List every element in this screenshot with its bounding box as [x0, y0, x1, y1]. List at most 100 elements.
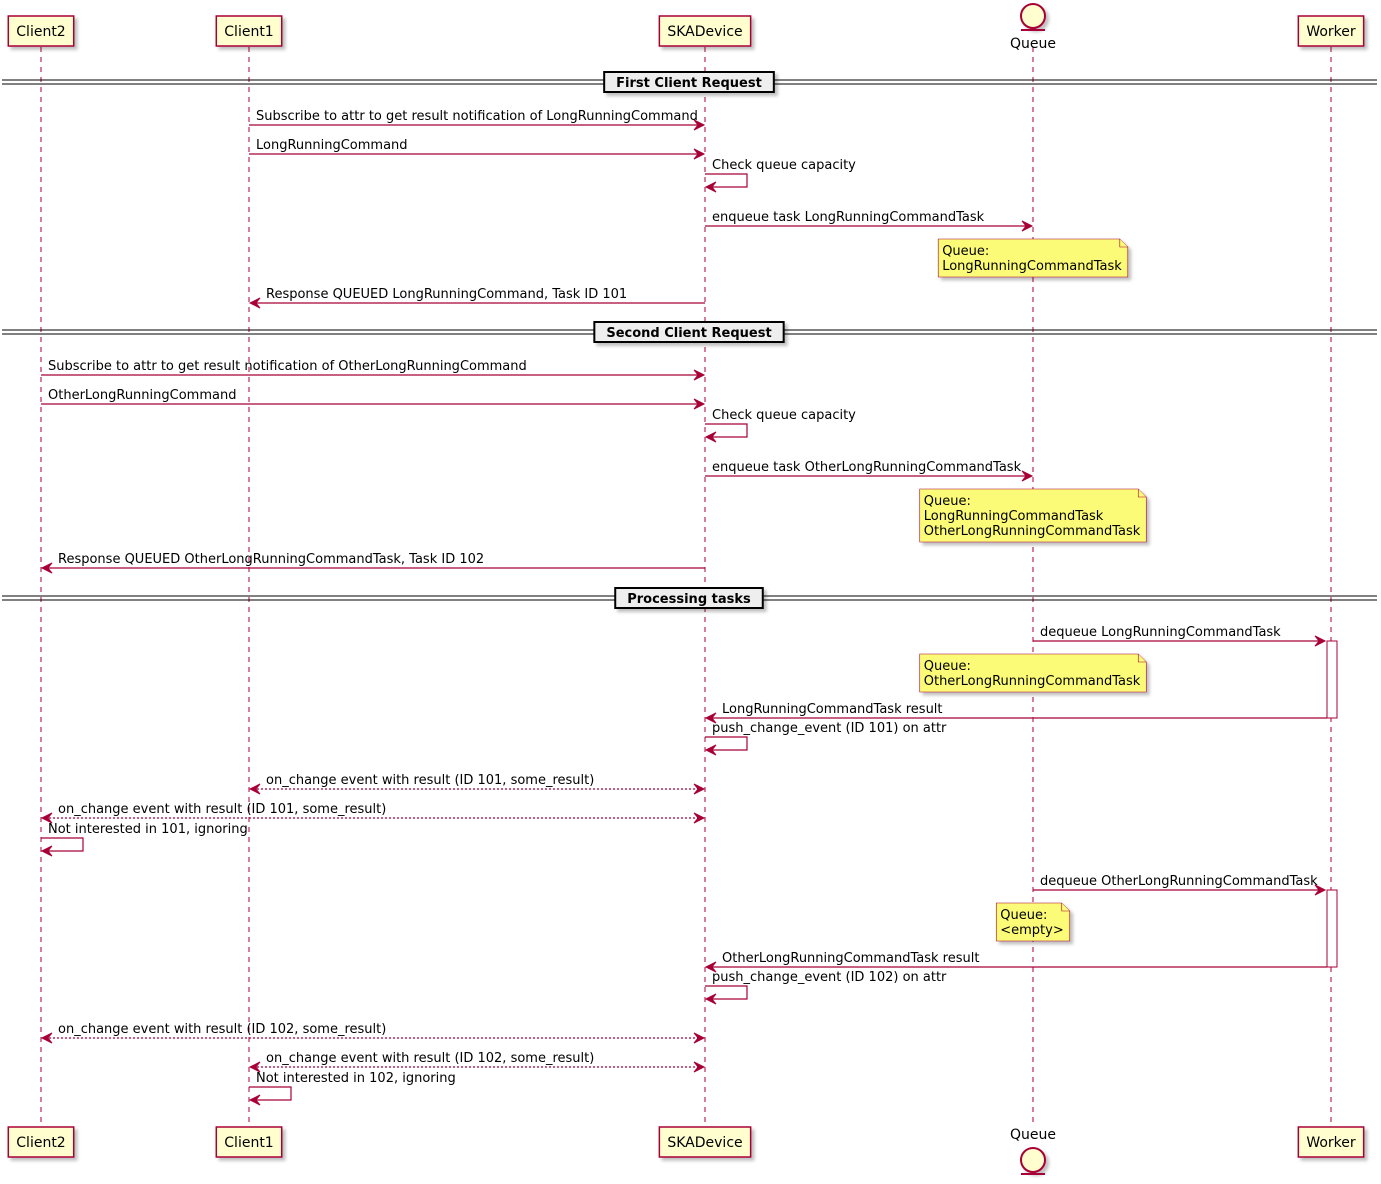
arrow-head: [248, 1061, 261, 1073]
message-label: Response QUEUED OtherLongRunningCommandT…: [58, 552, 484, 567]
message-4: enqueue task LongRunningCommandTask: [705, 210, 1034, 232]
message-label: on_change event with result (ID 101, som…: [58, 802, 386, 817]
message-label: push_change_event (ID 102) on attr: [712, 970, 947, 985]
participant-client2-top: Client2: [7, 15, 75, 47]
note-line: Queue:: [1000, 908, 1047, 923]
message-label: enqueue task LongRunningCommandTask: [712, 210, 985, 225]
participant-label: Client1: [224, 1135, 273, 1151]
participant-box: [7, 15, 75, 47]
self-message-line: [705, 423, 748, 438]
message-label: Check queue capacity: [712, 408, 856, 423]
arrow-head: [693, 369, 706, 381]
note-fold: [1137, 654, 1147, 663]
divider-box: [593, 321, 785, 343]
arrow-head: [704, 712, 717, 724]
message-22: Not interested in 102, ignoring: [248, 1071, 456, 1106]
participant-client2-bottom: Client2: [7, 1126, 75, 1158]
activation-bars: [1326, 640, 1338, 968]
arrow-head: [1314, 635, 1327, 647]
queue-note-4: Queue:<empty>: [995, 902, 1071, 942]
arrow-head: [704, 744, 717, 756]
message-label: LongRunningCommandTask result: [722, 702, 943, 717]
divider-label: Second Client Request: [606, 326, 771, 341]
note-fold: [1137, 489, 1147, 498]
participant-queue-bottom: Queue: [1010, 1127, 1056, 1175]
entity-icon: [1020, 1147, 1046, 1173]
arrow-head: [248, 1094, 261, 1106]
message-2: LongRunningCommand: [249, 138, 706, 160]
participant-skadevice-top: SKADevice: [658, 15, 752, 47]
message-7: OtherLongRunningCommand: [41, 388, 706, 410]
message-19: push_change_event (ID 102) on attr: [704, 970, 947, 1005]
message-label: on_change event with result (ID 102, som…: [58, 1022, 386, 1037]
arrow-head: [704, 993, 717, 1005]
participant-box: [1297, 1126, 1365, 1158]
message-label: Not interested in 102, ignoring: [256, 1071, 456, 1086]
participant-label: Worker: [1306, 24, 1356, 40]
message-20: on_change event with result (ID 102, som…: [40, 1022, 706, 1044]
arrow-head: [693, 783, 706, 795]
note-box: [995, 902, 1071, 942]
note-line: OtherLongRunningCommandTask: [924, 674, 1141, 689]
message-21: on_change event with result (ID 102, som…: [248, 1051, 706, 1073]
arrow-head: [704, 181, 717, 193]
queue-note-3: Queue:OtherLongRunningCommandTask: [919, 653, 1147, 693]
divider-label: Processing tasks: [627, 592, 751, 607]
divider-1: First Client Request: [2, 71, 1377, 93]
participant-box: [215, 1126, 283, 1158]
arrow-head: [40, 562, 53, 574]
message-1: Subscribe to attr to get result notifica…: [249, 109, 706, 131]
note-line: OtherLongRunningCommandTask: [924, 524, 1141, 539]
message-label: Subscribe to attr to get result notifica…: [48, 359, 527, 374]
message-label: Response QUEUED LongRunningCommand, Task…: [266, 287, 627, 302]
message-9: enqueue task OtherLongRunningCommandTask: [705, 460, 1034, 482]
self-message-line: [705, 985, 748, 1000]
participant-worker-bottom: Worker: [1297, 1126, 1365, 1158]
arrow-head: [40, 845, 53, 857]
self-message-line: [41, 837, 84, 852]
participant-box: [7, 1126, 75, 1158]
message-label: Subscribe to attr to get result notifica…: [256, 109, 698, 124]
activation-bar: [1326, 889, 1338, 968]
arrow-head: [1021, 470, 1034, 482]
note-line: <empty>: [1000, 923, 1064, 938]
message-10: Response QUEUED OtherLongRunningCommandT…: [40, 552, 705, 574]
message-label: Not interested in 101, ignoring: [48, 822, 248, 837]
divider-2: Second Client Request: [2, 321, 1377, 343]
message-11: dequeue LongRunningCommandTask: [1033, 625, 1327, 647]
arrow-head: [704, 431, 717, 443]
message-8: Check queue capacity: [704, 408, 856, 443]
participant-box: [1297, 15, 1365, 47]
participant-label: SKADevice: [667, 24, 742, 40]
arrow-head: [248, 297, 261, 309]
message-16: Not interested in 101, ignoring: [40, 822, 248, 857]
activation-bar: [1326, 640, 1338, 719]
arrow-head: [693, 1032, 706, 1044]
arrow-head: [693, 119, 706, 131]
note-fold: [1061, 903, 1070, 912]
participant-client1-bottom: Client1: [215, 1126, 283, 1158]
participant-label: Client2: [16, 1135, 65, 1151]
arrow-head: [248, 783, 261, 795]
participant-label: Client1: [224, 24, 273, 40]
arrow-head: [40, 1032, 53, 1044]
message-label: on_change event with result (ID 102, som…: [266, 1051, 594, 1066]
participant-box: [215, 15, 283, 47]
queue-note-1: Queue:LongRunningCommandTask: [937, 238, 1129, 278]
note-line: Queue:: [924, 494, 971, 509]
participant-box: [658, 15, 752, 47]
divider-label: First Client Request: [616, 76, 762, 91]
participant-queue-top: Queue: [1010, 3, 1056, 52]
note-box: [937, 238, 1129, 278]
note-line: Queue:: [942, 244, 989, 259]
arrow-head: [1021, 220, 1034, 232]
message-label: Check queue capacity: [712, 158, 856, 173]
message-13: push_change_event (ID 101) on attr: [704, 721, 947, 756]
self-message-line: [705, 173, 748, 188]
arrow-head: [693, 812, 706, 824]
participants: Client2Client2Client1Client1SKADeviceSKA…: [7, 3, 1365, 1175]
note-box: [919, 653, 1147, 693]
message-label: OtherLongRunningCommand: [48, 388, 236, 403]
note-line: LongRunningCommandTask: [924, 509, 1104, 524]
